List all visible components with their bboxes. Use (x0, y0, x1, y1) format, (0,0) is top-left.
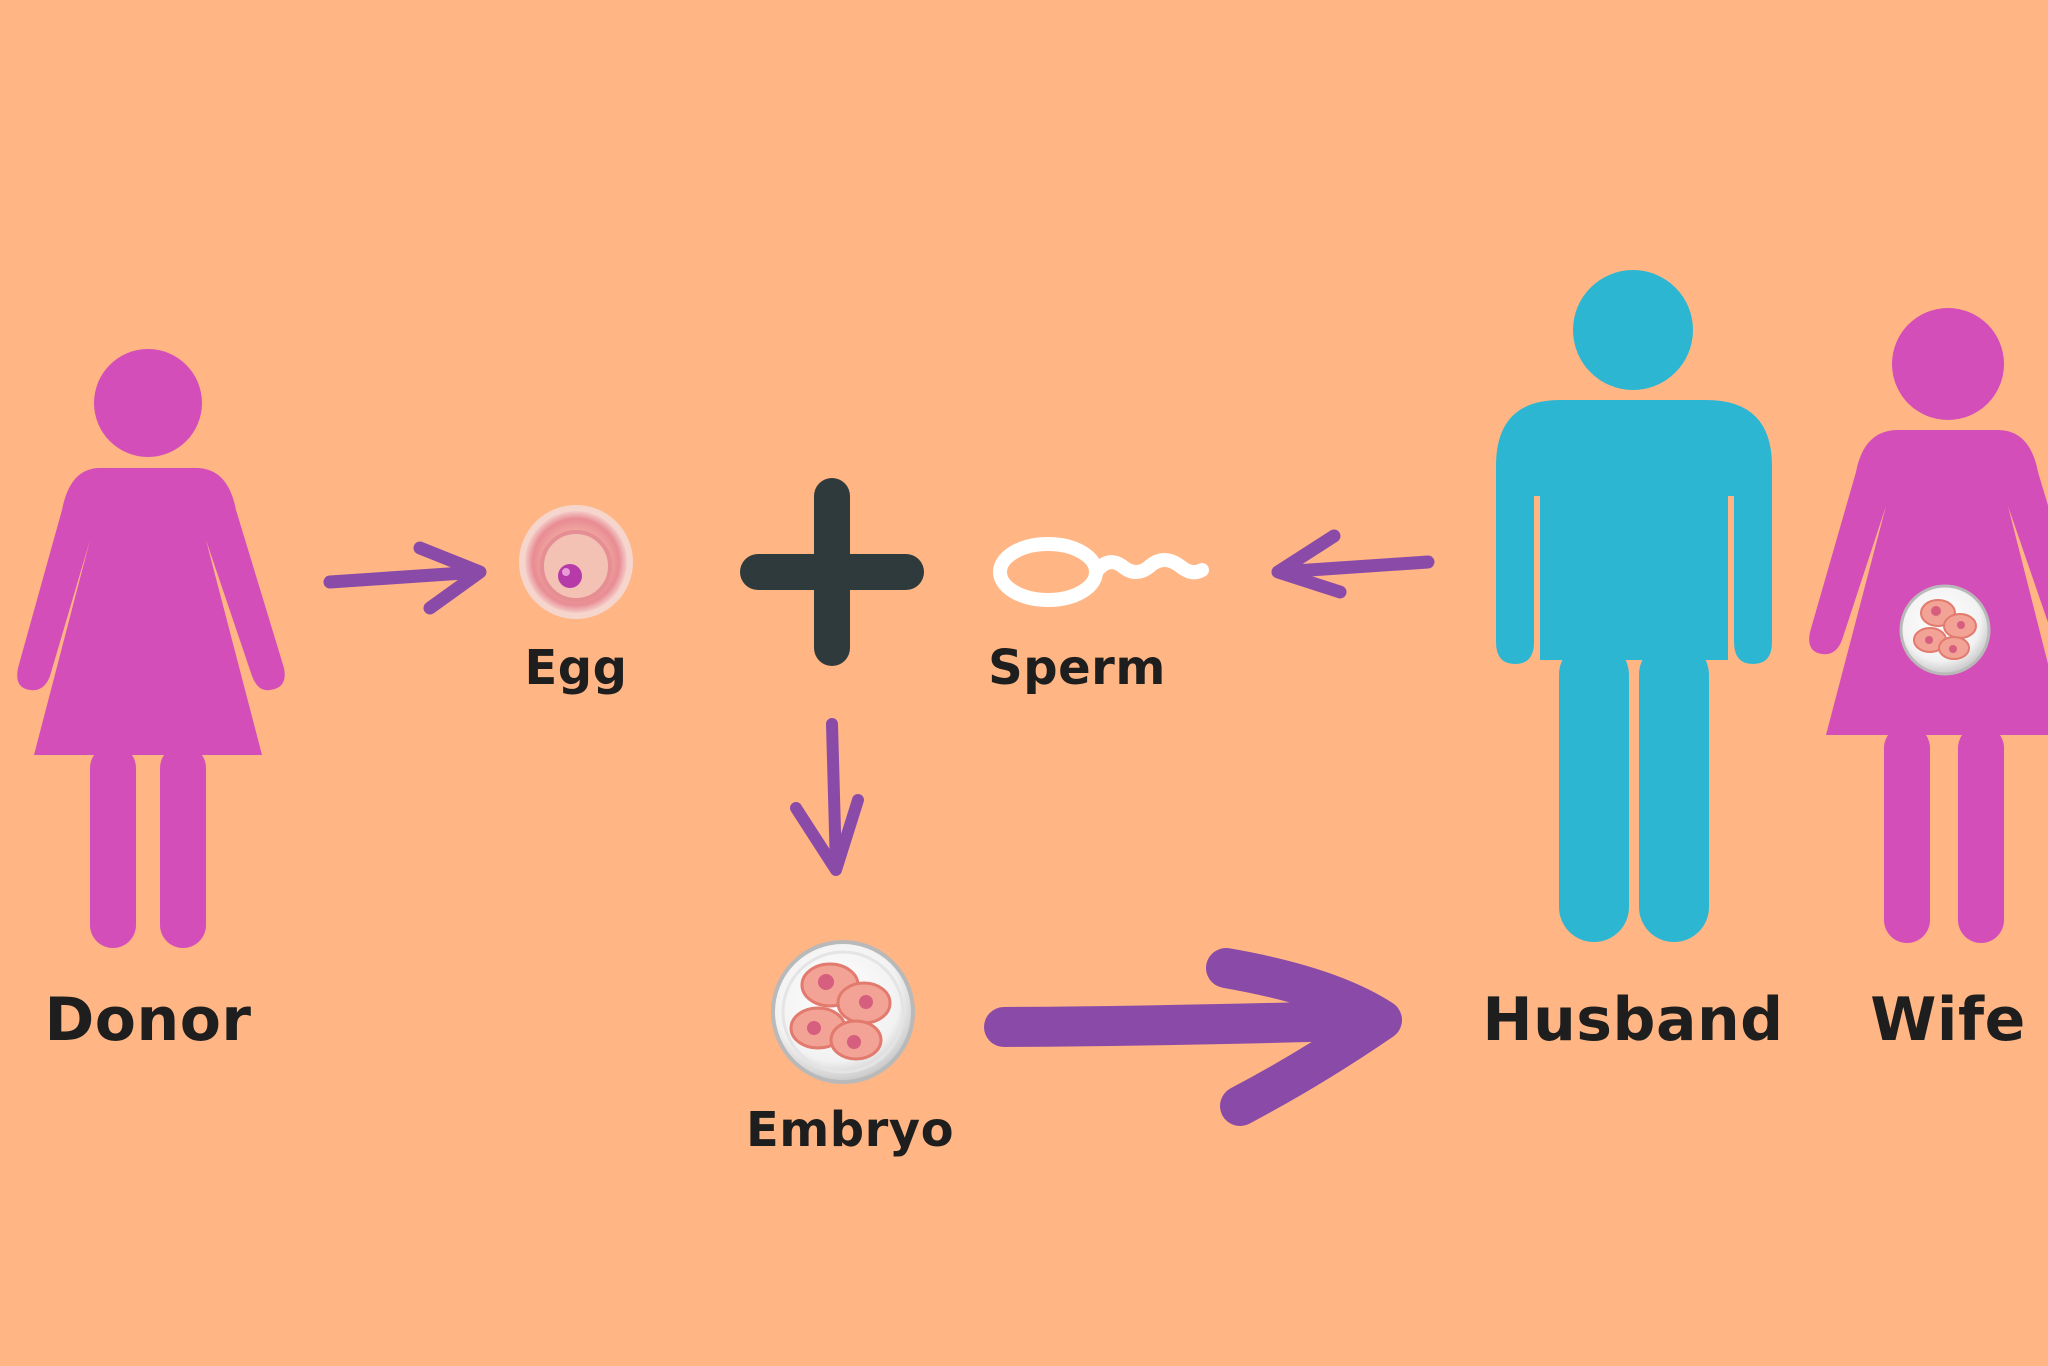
egg-cell-icon (519, 505, 633, 619)
sperm-cell-icon (993, 537, 1209, 607)
arrow-down-to-embryo (790, 718, 864, 876)
egg-label: Egg (524, 640, 628, 696)
embryo-dish-icon (771, 940, 915, 1084)
husband-label: Husband (1482, 985, 1784, 1055)
wife-label: Wife (1870, 985, 2026, 1055)
embryo-label: Embryo (745, 1102, 955, 1158)
arrow-embryo-to-wife (984, 948, 1402, 1126)
sperm-label: Sperm (988, 640, 1166, 696)
plus-icon (740, 478, 924, 666)
wife-embryo-icon (1899, 584, 1991, 676)
donor-female-person-icon (17, 349, 285, 948)
arrow-donor-to-egg (323, 541, 487, 615)
donor-label: Donor (44, 985, 252, 1055)
arrow-husband-to-sperm (1271, 529, 1435, 599)
wife-pregnant-female-person-icon (1809, 308, 2048, 943)
husband-male-person-icon (1496, 270, 1772, 942)
